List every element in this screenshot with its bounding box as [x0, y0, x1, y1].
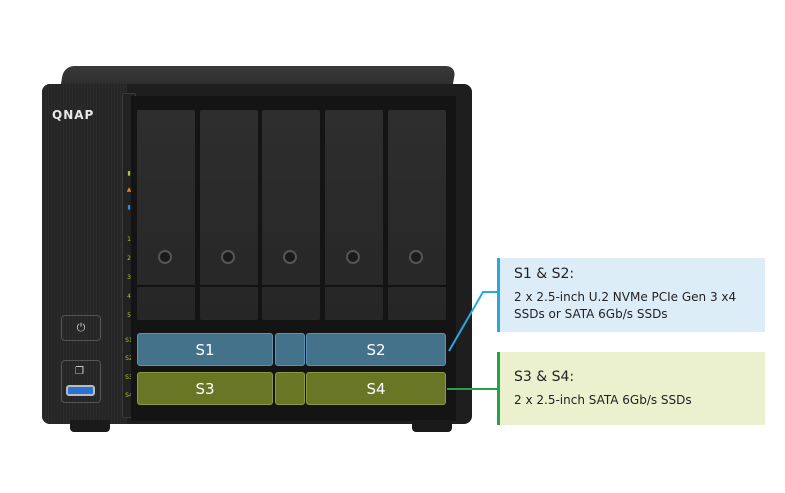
callout-description: 2 x 2.5-inch U.2 NVMe PCIe Gen 3 x4 SSDs… [514, 290, 737, 321]
led-label: 1 [127, 236, 131, 243]
drive-bay-3[interactable] [262, 110, 320, 320]
slot-divider [275, 333, 305, 366]
usb-led-icon: ▮ [127, 204, 131, 211]
foot [412, 420, 452, 432]
status-led-icon: ▮ [127, 170, 131, 177]
callout-title: S3 & S4: [514, 369, 575, 385]
front-panel [42, 84, 127, 424]
lock-icon [158, 250, 172, 264]
lock-icon [283, 250, 297, 264]
lock-icon [346, 250, 360, 264]
slot-s2[interactable]: S2 [306, 333, 446, 366]
callout-s3-s4: S3 & S4: 2 x 2.5-inch SATA 6Gb/s SSDs [497, 352, 765, 425]
drive-bay-4[interactable] [325, 110, 383, 320]
led-label: S2 [125, 355, 133, 362]
callout-s1-s2: S1 & S2: 2 x 2.5-inch U.2 NVMe PCIe Gen … [497, 258, 765, 332]
power-button[interactable]: ⏻ [61, 315, 101, 341]
callout-description: 2 x 2.5-inch SATA 6Gb/s SSDs [514, 393, 692, 407]
led-label: S3 [125, 374, 133, 381]
drive-bay-1[interactable] [137, 110, 195, 320]
led-label: 4 [127, 293, 131, 300]
usb-port [66, 385, 95, 396]
led-label: S1 [125, 337, 133, 344]
qnap-logo: QNAP [52, 108, 95, 122]
slot-s1[interactable]: S1 [137, 333, 273, 366]
slot-divider [275, 372, 305, 405]
led-label: S4 [125, 392, 133, 399]
led-label: 3 [127, 274, 131, 281]
drive-bay-2[interactable] [200, 110, 258, 320]
lock-icon [221, 250, 235, 264]
slot-s4[interactable]: S4 [306, 372, 446, 405]
network-led-icon: ▲ [126, 186, 132, 193]
drive-bay-5[interactable] [388, 110, 446, 320]
copy-button-icon[interactable]: ❐ [75, 366, 84, 377]
led-label: 2 [127, 255, 131, 262]
lock-icon [409, 250, 423, 264]
usb-copy-panel [61, 360, 101, 403]
slot-s3[interactable]: S3 [137, 372, 273, 405]
foot [70, 420, 110, 432]
connector-s1-s2 [448, 291, 497, 352]
callout-title: S1 & S2: [514, 266, 575, 282]
led-label: 5 [127, 312, 131, 319]
